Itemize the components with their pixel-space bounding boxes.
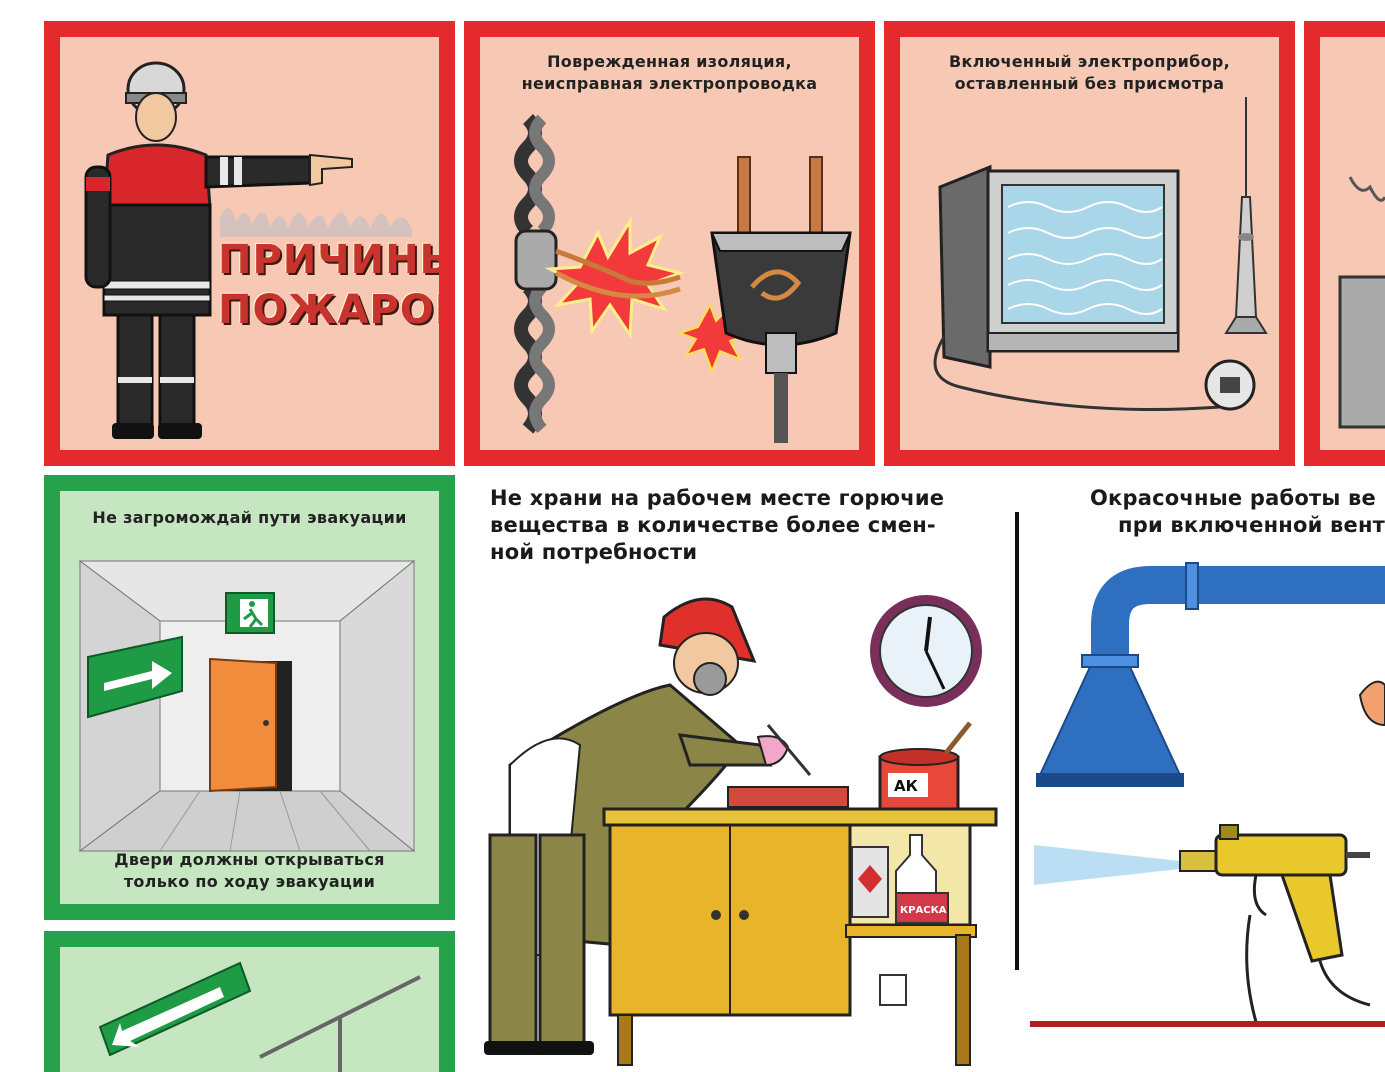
evacuation-caption-bottom2: только по ходу эвакуации: [123, 872, 376, 891]
panel-storage: Не храни на рабочем месте горючие вещест…: [470, 475, 1015, 1072]
panel-title: ПРИЧИНЫ ПОЖАРОВ: [44, 21, 455, 466]
ventilation-illustration: [1034, 562, 1385, 1036]
panel-title-inner: ПРИЧИНЫ ПОЖАРОВ: [60, 37, 439, 450]
panel-insulation: Поврежденная изоляция, неисправная элект…: [464, 21, 875, 466]
paint-can-label: АК: [894, 777, 919, 795]
twisted-cable-icon: [514, 114, 558, 434]
paint-bottle-label: КРАСКА: [900, 905, 947, 916]
arrow-left-icon: [98, 961, 252, 1057]
painting-caption-line1: Окрасочные работы ве: [1090, 486, 1376, 510]
panel-stairs-partial: [44, 931, 455, 1072]
panel-divider: [1015, 512, 1019, 970]
spray-gun-icon: [1179, 824, 1371, 1036]
tv-icon: [938, 164, 1180, 369]
poster-title-line2: ПОЖАРОВ: [218, 287, 439, 333]
panel-partial-right-inner: [1320, 37, 1385, 450]
storage-caption-line1: Не храни на рабочем месте горючие: [490, 486, 945, 510]
storage-caption-line3: ной потребности: [490, 540, 698, 564]
firefighter-illustration: [84, 61, 412, 439]
panel-evacuation-inner: Не загромождай пути эвакуации: [60, 491, 439, 904]
damaged-wire-illustration: [514, 114, 852, 443]
partial-illustration: [1338, 176, 1385, 429]
spark-icon: [544, 215, 686, 340]
workbench-icon: [602, 807, 998, 1066]
appliance-caption-line1: Включенный электроприбор,: [948, 52, 1231, 71]
poster-title-line1: ПРИЧИНЫ: [218, 237, 439, 283]
panel-appliance-inner: Включенный электроприбор, оставленный бе…: [900, 37, 1279, 450]
door-icon: [209, 657, 292, 793]
clock-icon: [870, 595, 982, 707]
appliance-caption-line2: оставленный без присмотра: [954, 74, 1225, 93]
panel-stairs-inner: [60, 947, 439, 1072]
arrow-right-icon: [87, 635, 183, 719]
insulation-caption-line2: неисправная электропроводка: [521, 74, 818, 93]
flame-decoration: [220, 208, 412, 237]
plug-icon: [710, 156, 852, 443]
ventilation-pipe-icon: [1036, 562, 1385, 787]
panel-evacuation: Не загромождай пути эвакуации: [44, 475, 455, 920]
evacuation-caption-top: Не загромождай пути эвакуации: [92, 508, 407, 527]
panel-painting: Окрасочные работы ве при включенной вент: [1030, 475, 1385, 1072]
panel-partial-right: [1304, 21, 1385, 466]
tv-tower-icon: [1224, 97, 1268, 334]
chemical-bottle-icon: [851, 846, 889, 918]
bottom-red-strip: [1030, 1021, 1385, 1072]
insulation-caption-line1: Поврежденная изоляция,: [547, 52, 792, 71]
painting-caption-line2: при включенной вент: [1118, 513, 1385, 537]
paint-bottle-icon: [895, 834, 949, 924]
paint-can-icon: [878, 721, 972, 811]
worker-illustration: АК КРАСКА: [484, 595, 998, 1066]
storage-caption-line2: вещества в количестве более смен-: [490, 513, 936, 537]
exit-running-man-icon: [225, 592, 275, 634]
evacuation-caption-bottom1: Двери должны открываться: [114, 850, 385, 869]
panel-insulation-inner: Поврежденная изоляция, неисправная элект…: [480, 37, 859, 450]
stairs-illustration: [98, 961, 421, 1072]
panel-appliance: Включенный электроприбор, оставленный бе…: [884, 21, 1295, 466]
corridor-illustration: [78, 559, 416, 853]
tv-illustration: [933, 97, 1268, 411]
spray-mist: [1034, 845, 1180, 885]
